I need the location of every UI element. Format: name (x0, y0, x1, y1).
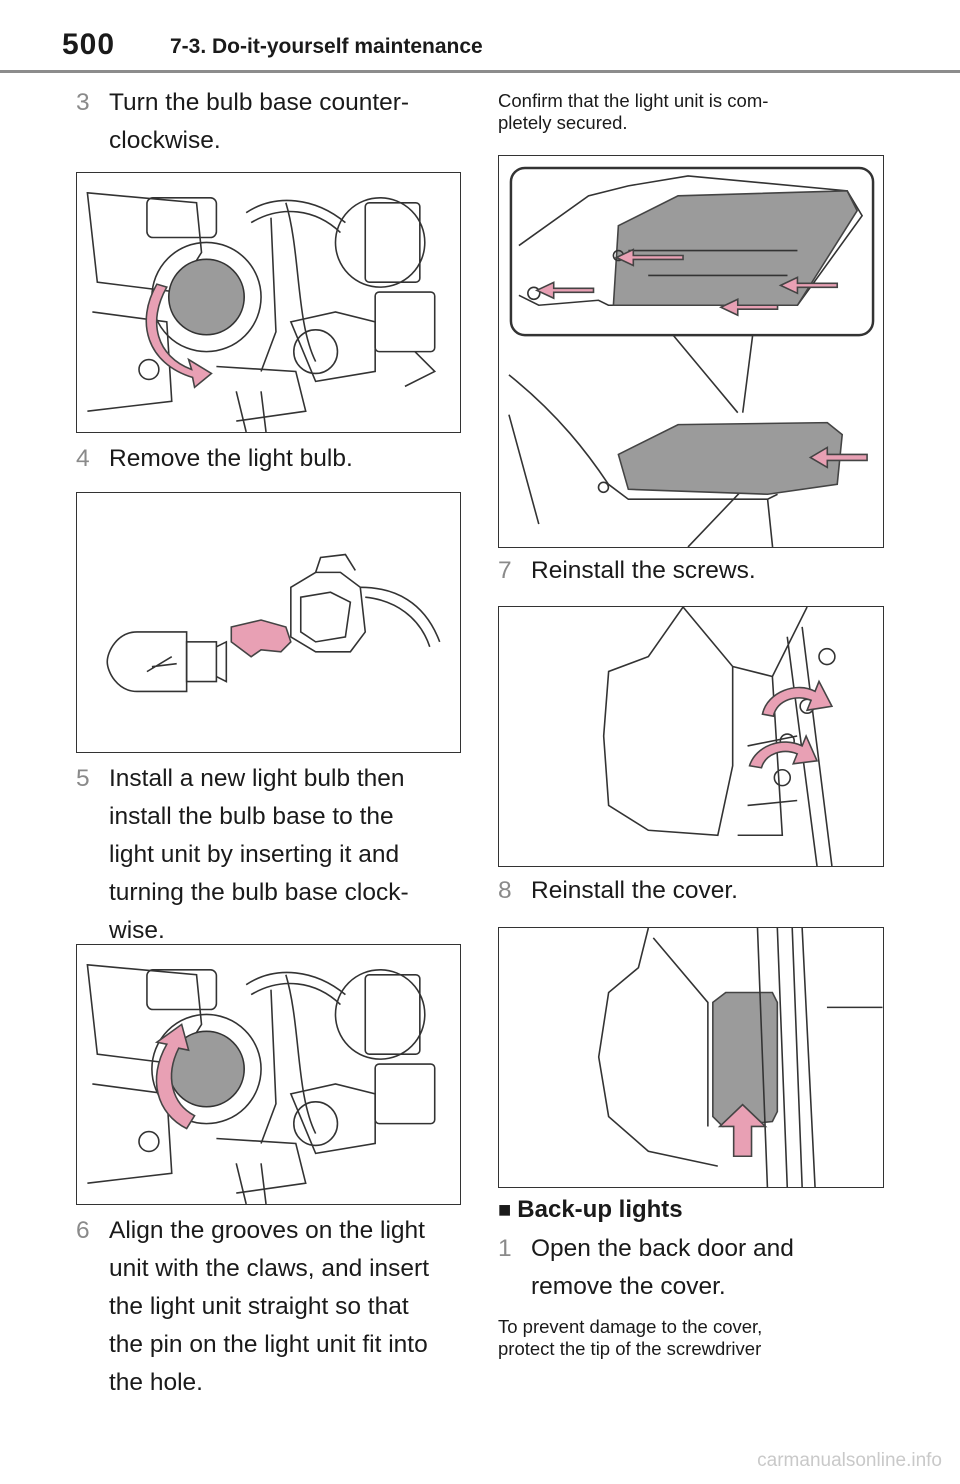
step-number: 4 (76, 445, 90, 472)
figure-turn-counterclockwise (76, 172, 461, 433)
figure-turn-clockwise (76, 944, 461, 1205)
figure-remove-bulb (76, 492, 461, 753)
step-text: Turn the bulb base counter-clockwise. (109, 89, 410, 154)
subheading-text: Back-up lights (517, 1196, 683, 1223)
figure-reinstall-screws (498, 606, 884, 867)
subheading-backup-lights: ■Back-up lights (498, 1196, 683, 1224)
figure-align-light-unit (498, 155, 884, 548)
step-text: Reinstall the cover. (531, 877, 738, 904)
page-number: 500 (62, 28, 116, 61)
confirm-note: Confirm that the light unit is com-plete… (498, 90, 769, 133)
step-number: 8 (498, 877, 512, 904)
square-bullet-icon: ■ (498, 1197, 512, 1222)
protect-note: To prevent damage to the cover,protect t… (498, 1316, 763, 1359)
step-number: 6 (76, 1217, 90, 1244)
step-text: Remove the light bulb. (109, 445, 353, 472)
step-number: 5 (76, 765, 90, 792)
step-7: 7 Reinstall the screws. (498, 552, 888, 590)
step-number: 3 (76, 89, 90, 116)
header-rule (0, 70, 960, 73)
page-header: 500 7-3. Do-it-yourself maintenance (0, 0, 960, 75)
figure-reinstall-cover (498, 927, 884, 1188)
step-8: 8 Reinstall the cover. (498, 872, 888, 910)
step-3: 3 Turn the bulb base counter-clockwise. (76, 84, 466, 160)
step-number: 7 (498, 557, 512, 584)
section-title: 7-3. Do-it-yourself maintenance (170, 35, 483, 58)
step-number: 1 (498, 1235, 512, 1262)
watermark: carmanualsonline.info (757, 1450, 942, 1471)
step-text: Reinstall the screws. (531, 557, 756, 584)
step-4: 4 Remove the light bulb. (76, 440, 466, 478)
